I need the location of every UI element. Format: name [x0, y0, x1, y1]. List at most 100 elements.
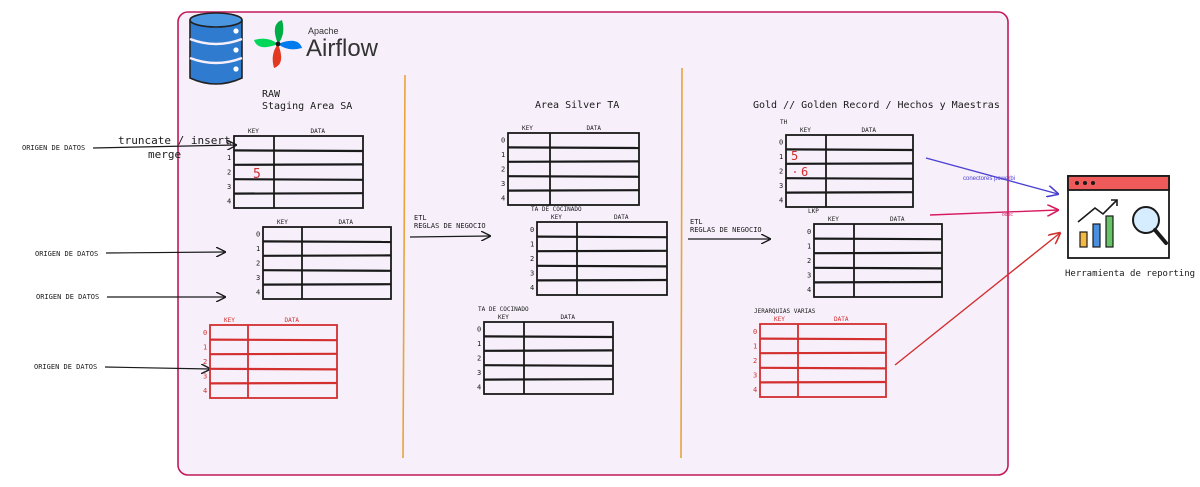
table-row-line — [233, 149, 364, 153]
table-row-index: 2 — [501, 166, 505, 174]
table-row-index: 3 — [256, 274, 260, 282]
table-silver1: KEY DATA 0 1 2 3 4 — [501, 125, 640, 206]
table-row-index: 1 — [779, 153, 783, 161]
table-gold2: KEY DATA LKP 0 1 2 3 4 — [807, 208, 943, 298]
table-row-index: 3 — [501, 180, 505, 188]
etl1-line2: REGLAS DE NEGOCIO — [414, 222, 486, 230]
table-row-index: 3 — [807, 272, 811, 280]
table-key-header: KEY — [828, 216, 839, 223]
table-row-line — [209, 338, 338, 342]
table-border — [785, 134, 914, 208]
origen-label-3: ORIGEN DE DATOS — [36, 293, 99, 301]
table-row-line — [759, 337, 887, 341]
table-row-index: 0 — [256, 231, 260, 239]
gold1-mark-2: 6 — [801, 165, 808, 179]
table-key-header: KEY — [248, 128, 259, 135]
table-data-header: DATA — [587, 125, 602, 132]
pipeline-frame — [177, 11, 1009, 476]
table-row-index: 3 — [779, 182, 783, 190]
table-row-line — [813, 237, 943, 241]
table-row-index: 4 — [753, 386, 757, 394]
table-row-line — [483, 364, 614, 367]
gold1-mark-dot — [794, 171, 796, 173]
table-key-header: KEY — [551, 214, 562, 221]
table-border — [209, 324, 338, 399]
reporting-tool-icon — [1067, 175, 1170, 259]
table-row-index: 1 — [501, 151, 505, 159]
origen-label-4: ORIGEN DE DATOS — [34, 363, 97, 371]
table-row-index: 0 — [807, 228, 811, 236]
silver-title: Area Silver TA — [535, 100, 619, 111]
table-row-index: 0 — [203, 329, 207, 337]
table-row-index: 4 — [501, 194, 505, 202]
origen-arrow-1 — [92, 145, 236, 148]
table-row-line — [262, 269, 392, 272]
table-row-line — [536, 235, 668, 239]
table-row-index: 4 — [530, 284, 534, 292]
table-data-header: DATA — [890, 216, 905, 223]
truncate-label-line1: truncate / insert — [118, 134, 231, 147]
table-key-header: KEY — [522, 125, 533, 132]
table-row-line — [507, 175, 640, 178]
table-label: LKP — [808, 208, 819, 215]
table-row-index: 4 — [256, 288, 260, 296]
divider-raw-silver — [402, 74, 406, 459]
table-row-index: 2 — [807, 257, 811, 265]
table-border — [262, 226, 392, 300]
table-row-index: 3 — [477, 369, 481, 377]
odbc-label: odbc — [1002, 212, 1013, 218]
table-row-index: 1 — [753, 342, 757, 350]
table-key-header: KEY — [800, 127, 811, 134]
table-label: JERARQUIAS VARIAS — [754, 308, 816, 315]
origen-label-2: ORIGEN DE DATOS — [35, 250, 98, 258]
table-row-index: 4 — [807, 286, 811, 294]
origen-label-1: ORIGEN DE DATOS — [22, 144, 85, 152]
table-row-index: 2 — [477, 355, 481, 363]
table-key-header: KEY — [224, 317, 235, 324]
airflow-logo-icon — [254, 20, 302, 68]
airflow-logo-big: Airflow — [306, 35, 379, 62]
table-row-index: 1 — [203, 343, 207, 351]
table-row-line — [483, 335, 614, 339]
etl2-line2: REGLAS DE NEGOCIO — [690, 226, 762, 234]
table-row-line — [759, 366, 887, 370]
reporting-label: Herramienta de reporting — [1065, 269, 1195, 279]
table-data-header: DATA — [339, 219, 354, 226]
table-row-index: 1 — [227, 154, 231, 162]
raw-title-line2: Staging Area SA — [262, 101, 352, 112]
divider-silver-gold — [680, 67, 683, 459]
table-row-line — [209, 367, 338, 371]
table-data-header: DATA — [834, 316, 849, 323]
gold1-mark-1: 5 — [791, 149, 798, 163]
raw1-mark: 5 — [253, 167, 261, 182]
table-row-index: 4 — [477, 383, 481, 391]
truncate-label-line2: merge — [148, 148, 181, 161]
table-data-header: DATA — [561, 314, 576, 321]
jerarquias-arrow — [894, 233, 1060, 366]
table-row-index: 3 — [203, 373, 207, 381]
table-row-index: 3 — [530, 270, 534, 278]
table-row-index: 0 — [530, 226, 534, 234]
table-key-header: KEY — [498, 314, 509, 321]
table-row-line — [536, 264, 668, 268]
table-border — [233, 135, 364, 209]
table-row-index: 2 — [203, 358, 207, 366]
table-row-index: 2 — [779, 168, 783, 176]
table-data-header: DATA — [285, 317, 300, 324]
table-label: TA DE COCINADO — [531, 206, 582, 213]
table-border — [483, 321, 614, 395]
table-row-index: 0 — [779, 139, 783, 147]
table-row-index: 0 — [501, 137, 505, 145]
table-row-index: 1 — [807, 242, 811, 250]
raw-title-line1: RAW — [262, 89, 281, 100]
table-row-index: 2 — [530, 255, 534, 263]
etl1-line1: ETL — [414, 214, 427, 222]
table-row-index: 0 — [753, 328, 757, 336]
table-key-header: KEY — [774, 316, 785, 323]
table-row-index: 0 — [477, 326, 481, 334]
table-row-index: 2 — [753, 357, 757, 365]
